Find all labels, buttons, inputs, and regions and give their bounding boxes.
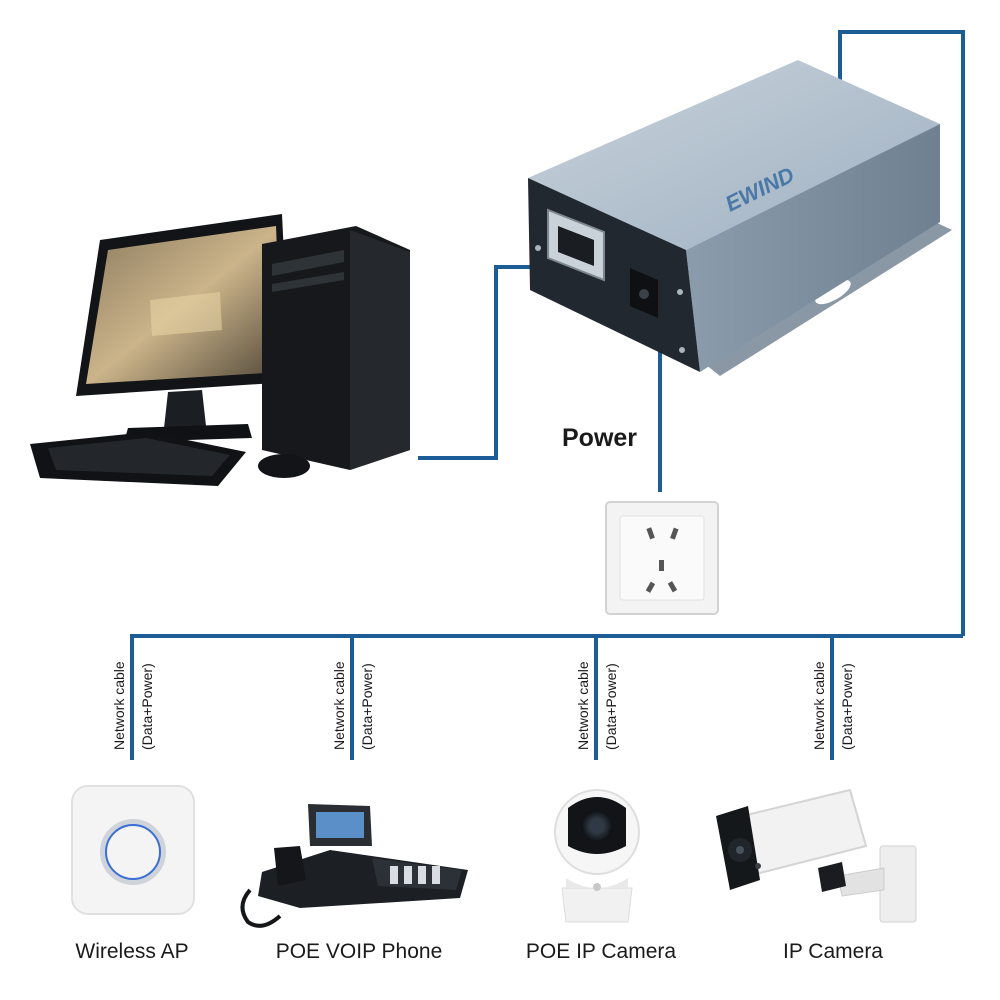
cable-label-ipcam-line1: Network cable (811, 661, 827, 750)
ip-camera-icon (716, 788, 917, 923)
wireless-ap-icon (71, 785, 195, 915)
device-labels: Wireless AP POE VOIP Phone POE IP Camera… (75, 940, 883, 963)
label-voip-phone: POE VOIP Phone (276, 940, 443, 963)
cable-label-poecam-line1: Network cable (575, 661, 591, 750)
cable-label-ap-line2: (Data+Power) (139, 663, 155, 750)
label-poe-ip-camera: POE IP Camera (526, 940, 676, 963)
cable-pc-to-injector (418, 265, 556, 460)
network-cables (130, 30, 965, 760)
cable-label-ap-line1: Network cable (111, 661, 127, 750)
label-ip-camera: IP Camera (783, 940, 883, 963)
desktop-computer-icon (30, 214, 410, 486)
voip-phone-icon (240, 804, 468, 928)
cable-label-voip-line2: (Data+Power) (359, 663, 375, 750)
cable-label-voip-line1: Network cable (331, 661, 347, 750)
cable-labels: Network cable (Data+Power) Network cable… (111, 661, 855, 750)
cable-injector-to-trunk (838, 30, 965, 636)
label-wireless-ap: Wireless AP (75, 940, 188, 963)
wall-outlet-icon (605, 501, 719, 615)
cable-trunk-bus (130, 634, 963, 760)
poe-ip-camera-icon (554, 789, 640, 923)
cable-label-poecam-line2: (Data+Power) (603, 663, 619, 750)
cable-label-ipcam-line2: (Data+Power) (839, 663, 855, 750)
power-label: Power (562, 424, 637, 452)
poe-injector-icon: EWIND (528, 60, 952, 376)
